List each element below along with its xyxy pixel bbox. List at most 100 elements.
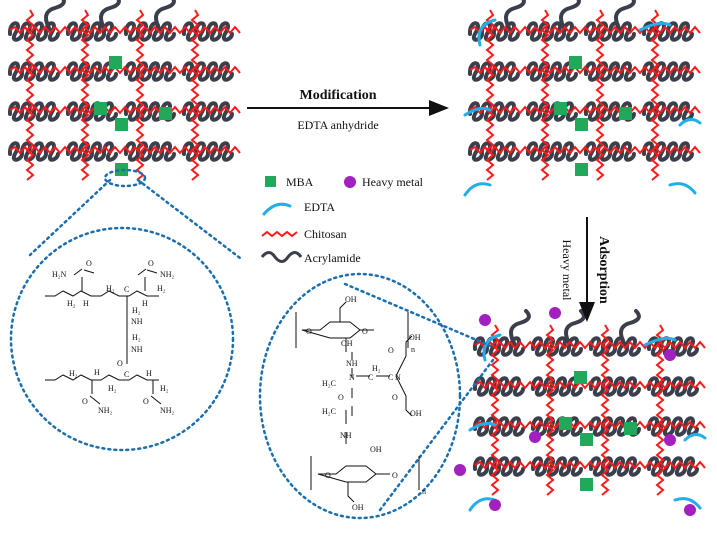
adsorption-arrow: Adsorption Heavy metal xyxy=(560,217,611,322)
legend-edta: EDTA xyxy=(304,200,335,214)
mba-chemical-structure xyxy=(45,268,162,405)
edta-chain xyxy=(463,106,492,117)
h-b-label: H xyxy=(142,299,148,308)
mba-crosslink xyxy=(115,118,128,131)
nh2-top-label: NH₂ xyxy=(160,270,175,279)
acrylamide-chain xyxy=(467,141,520,162)
chitosan-chain xyxy=(9,145,241,155)
acrylamide-chain xyxy=(525,141,578,162)
chitosan-chain xyxy=(474,420,706,430)
heavy-metal-swatch xyxy=(344,176,356,188)
edta-chain xyxy=(643,336,677,347)
acrylamide-chain xyxy=(646,456,699,477)
mba-crosslink xyxy=(580,478,593,491)
acrylamide-chain xyxy=(467,21,520,42)
n-sub2-label: n xyxy=(422,487,426,496)
h2-h-label: H₂ xyxy=(160,384,169,393)
o-b-label: O xyxy=(338,393,344,402)
h2c-2-label: H₂C xyxy=(322,407,336,416)
oh-r1-label: OH xyxy=(341,339,353,348)
acrylamide-chain xyxy=(530,336,583,357)
n-1-label: N xyxy=(349,373,355,382)
acrylamide-chain xyxy=(181,141,234,162)
nh-1-label: NH xyxy=(131,317,143,326)
o-ring2b-label: O xyxy=(392,471,398,480)
edta-swatch xyxy=(262,202,292,216)
chitosan-chain xyxy=(650,9,660,181)
chitosan-chain xyxy=(25,9,35,181)
mba-crosslink xyxy=(554,102,567,115)
acrylamide-chain xyxy=(641,101,694,122)
h2-c-label: H₂ xyxy=(157,284,166,293)
nh2-bot-left-label: NH₂ xyxy=(98,406,113,415)
h2-mid-label: H₂ xyxy=(372,364,381,373)
edta-chain xyxy=(468,497,497,512)
heavy-metal-ion xyxy=(684,504,696,516)
legend-acrylamide: Acrylamide xyxy=(304,251,361,265)
edta-zoom-circle xyxy=(258,272,462,520)
heavy-metal-ion xyxy=(479,314,491,326)
n-2-label: N xyxy=(395,373,401,382)
chitosan-chain xyxy=(474,380,706,390)
edta-chain xyxy=(477,18,497,47)
mba-crosslink xyxy=(619,107,632,120)
chitosan-chain xyxy=(469,105,701,115)
oh-a-label: OH xyxy=(409,333,421,342)
edta-zoom-callout xyxy=(258,272,495,520)
acrylamide-chain xyxy=(525,21,578,42)
o-c-label: O xyxy=(392,393,398,402)
acrylamide-chain xyxy=(509,309,531,347)
h2-g-label: H₂ xyxy=(108,384,117,393)
chitosan-chain xyxy=(490,324,500,496)
h-d-label: H xyxy=(146,369,152,378)
acrylamide-chain xyxy=(530,456,583,477)
edta-chain xyxy=(683,433,707,442)
heavy-metal-ion xyxy=(549,307,561,319)
mba-crosslink xyxy=(580,433,593,446)
edta-chain xyxy=(468,421,497,432)
heavy-metal-ion xyxy=(664,434,676,446)
acrylamide-chain xyxy=(65,101,118,122)
o-top-left-label: O xyxy=(86,259,92,268)
o-top-right-label: O xyxy=(148,259,154,268)
chitosan-chain xyxy=(9,25,241,35)
h2n-top-label: H₂N xyxy=(52,270,67,279)
oh-r2-label: OH xyxy=(370,445,382,454)
mba-crosslink xyxy=(159,107,172,120)
h2c-1-label: H₂C xyxy=(322,379,336,388)
acrylamide-chain xyxy=(467,61,520,82)
edta-chain xyxy=(638,21,672,32)
acrylamide-chain xyxy=(641,21,694,42)
h2-a-label: H₂ xyxy=(67,299,76,308)
nh-1-label: NH xyxy=(346,359,358,368)
acrylamide-chain xyxy=(614,0,636,32)
modification-reagent-label: EDTA anhydride xyxy=(297,118,378,132)
o-mid-label: O xyxy=(117,359,123,368)
chitosan-chain xyxy=(9,65,241,75)
o-ring1-label: O xyxy=(306,327,312,336)
acrylamide-chain xyxy=(619,309,641,347)
acrylamide-chain xyxy=(525,101,578,122)
acrylamide-swatch xyxy=(260,251,303,263)
chitosan-chain xyxy=(655,324,665,496)
mba-zoom-callout xyxy=(9,168,242,452)
acrylamide-chain xyxy=(641,141,694,162)
mba-crosslink xyxy=(575,118,588,131)
acrylamide-chain xyxy=(7,61,60,82)
acrylamide-chain xyxy=(646,336,699,357)
mba-crosslink xyxy=(559,417,572,430)
chitosan-chain xyxy=(9,105,241,115)
acrylamide-chain xyxy=(7,101,60,122)
acrylamide-chain xyxy=(646,376,699,397)
o-ring1b-label: O xyxy=(362,327,368,336)
acrylamide-chain xyxy=(559,0,581,32)
mba-swatch xyxy=(265,176,276,187)
chitosan-chain xyxy=(600,324,610,496)
edta-chain xyxy=(678,118,702,127)
oh-bottom-label: OH xyxy=(352,503,364,512)
oh-b-label: OH xyxy=(410,409,422,418)
nh-2-label: NH xyxy=(340,431,352,440)
c-1-label: C xyxy=(368,373,373,382)
mba-crosslink xyxy=(94,102,107,115)
